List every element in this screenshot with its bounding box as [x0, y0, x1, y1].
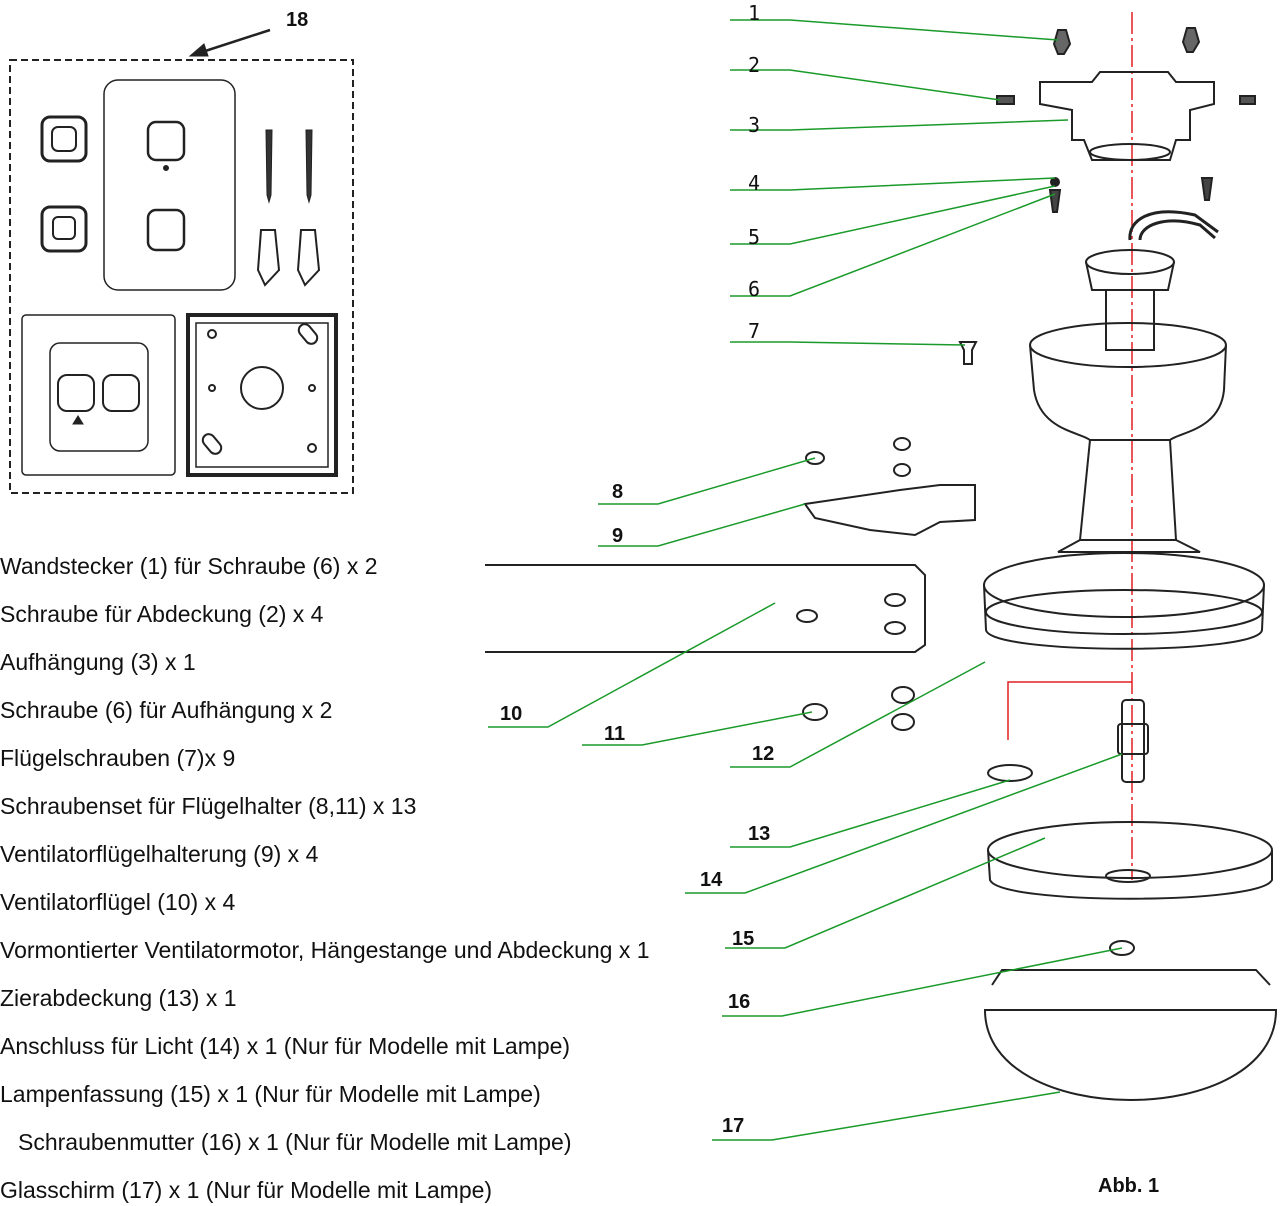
part-item-3: Aufhängung (3) x 1	[0, 649, 196, 675]
part-item-6: Schraubenset für Flügelhalter (8,11) x 1…	[0, 793, 417, 819]
callout-8: 8	[612, 481, 623, 503]
callout-3: 3	[748, 113, 760, 137]
callout-16: 16	[728, 991, 750, 1013]
part-item-8: Ventilatorflügel (10) x 4	[0, 889, 236, 915]
leader-lines	[488, 19, 1123, 1141]
callout-7: 7	[748, 319, 760, 343]
callout-2: 2	[748, 53, 760, 77]
part-item-9: Vormontierter Ventilatormotor, Hängestan…	[0, 937, 650, 963]
callout-9: 9	[612, 525, 623, 547]
callout-14: 14	[700, 869, 723, 891]
ceiling-mount-parts	[958, 27, 1256, 365]
callout-5: 5	[748, 225, 760, 249]
part-item-13: Schraubenmutter (16) x 1 (Nur für Modell…	[18, 1129, 572, 1155]
part-item-1: Wandstecker (1) für Schraube (6) x 2	[0, 553, 378, 579]
part-item-5: Flügelschrauben (7)x 9	[0, 745, 236, 771]
part-item-12: Lampenfassung (15) x 1 (Nur für Modelle …	[0, 1081, 541, 1107]
callout-13: 13	[748, 823, 770, 845]
part-item-14: Glasschirm (17) x 1 (Nur für Modelle mit…	[0, 1177, 493, 1203]
figure-caption: Abb. 1	[1098, 1175, 1160, 1197]
callout-18: 18	[286, 9, 308, 31]
part-item-10: Zierabdeckung (13) x 1	[0, 985, 237, 1011]
callout-10: 10	[500, 703, 522, 725]
part-item-4: Schraube (6) für Aufhängung x 2	[0, 697, 333, 723]
callout-17: 17	[722, 1115, 744, 1137]
accessory-kit	[9, 28, 354, 494]
fan-motor-assembly	[983, 249, 1265, 650]
callout-11: 11	[604, 723, 625, 745]
callout-4: 4	[748, 171, 760, 195]
part-item-7: Ventilatorflügelhalterung (9) x 4	[0, 841, 319, 867]
callout-6: 6	[748, 277, 760, 301]
callout-numbers: 1 2 3 4 5 6 7 8 9 10 11 12 13 14 15 16 1…	[286, 1, 774, 1137]
callout-15: 15	[732, 928, 754, 950]
part-item-11: Anschluss für Licht (14) x 1 (Nur für Mo…	[0, 1033, 571, 1059]
callout-12: 12	[752, 743, 774, 765]
callout-1: 1	[748, 1, 760, 25]
light-kit-parts	[983, 681, 1278, 1101]
blade-parts	[485, 437, 976, 731]
part-item-2: Schraube für Abdeckung (2) x 4	[0, 601, 324, 627]
